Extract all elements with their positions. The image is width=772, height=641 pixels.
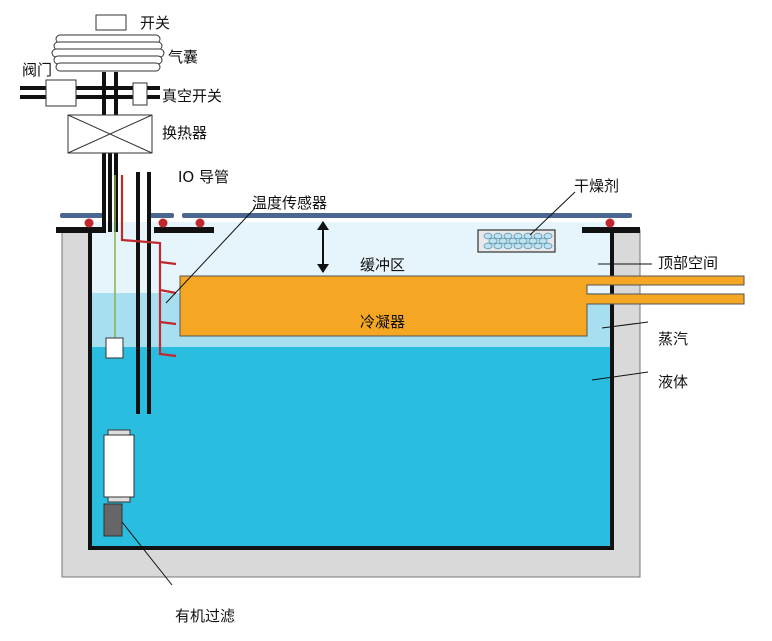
label-switch: 开关 <box>140 14 170 32</box>
seal-2 <box>158 218 168 228</box>
label-temperature-sensor: 温度传感器 <box>252 194 327 212</box>
inner-tank-outline <box>88 228 614 550</box>
label-headspace: 顶部空间 <box>658 254 718 272</box>
buffer-arrow-head-bottom <box>317 264 329 273</box>
label-organic-filter: 有机过滤 <box>175 607 235 625</box>
lid-right <box>182 213 632 218</box>
valve-box <box>45 79 77 107</box>
leader-lines <box>121 191 652 586</box>
label-vacuum-switch: 真空开关 <box>162 87 222 105</box>
label-buffer-zone: 缓冲区 <box>360 256 405 274</box>
label-valve: 阀门 <box>22 61 52 79</box>
flange-left <box>56 227 106 233</box>
heat-exchanger <box>67 114 153 154</box>
flange-center <box>154 227 214 233</box>
label-vapor: 蒸汽 <box>658 330 688 348</box>
temperature-sensor-wires <box>120 175 177 358</box>
lid-center <box>150 213 174 218</box>
label-airbag: 气囊 <box>168 48 198 66</box>
airbag <box>51 34 165 72</box>
organic-filter <box>103 429 135 537</box>
condenser <box>179 275 745 337</box>
liquid-region <box>91 347 611 546</box>
seal-4 <box>605 218 615 228</box>
level-sensor-float <box>105 337 124 359</box>
label-condenser: 冷凝器 <box>360 313 405 331</box>
label-liquid: 液体 <box>658 373 688 391</box>
vacuum-switch-box <box>132 82 148 106</box>
label-desiccant: 干燥剂 <box>574 177 619 195</box>
switch-box <box>95 14 127 31</box>
seal-1 <box>84 218 94 228</box>
label-heat-exchanger: 换热器 <box>162 124 207 142</box>
seal-3 <box>195 218 205 228</box>
lid-left <box>60 213 104 218</box>
desiccant-beads <box>483 232 553 250</box>
label-io-conduit: IO 导管 <box>178 168 229 186</box>
io-conduits <box>136 172 151 414</box>
buffer-arrow-head-top <box>317 221 329 230</box>
flange-right <box>582 227 640 233</box>
